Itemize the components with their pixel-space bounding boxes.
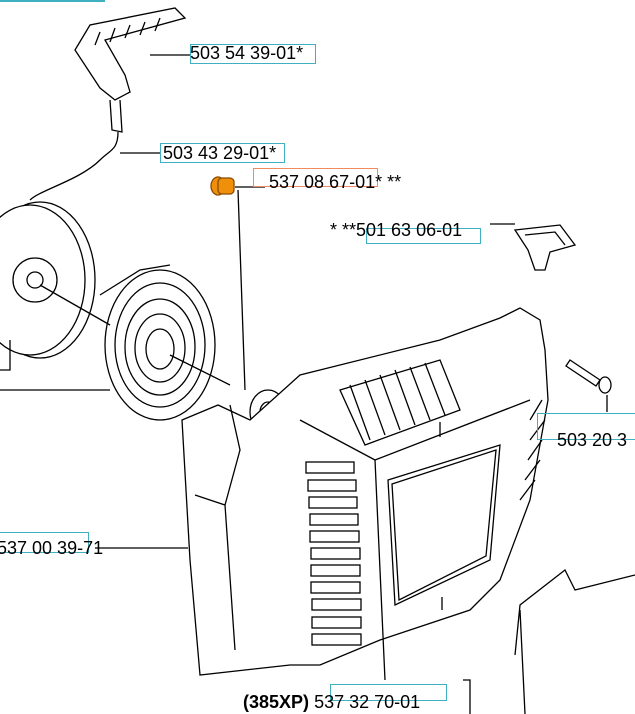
part-link-537-00-39-71[interactable] bbox=[0, 532, 89, 553]
part-label-537-08-67-01[interactable]: 537 08 67-01* ** bbox=[269, 172, 401, 192]
starter-handle bbox=[74, 7, 190, 133]
part-link-503-20-3[interactable] bbox=[537, 413, 635, 440]
part-suffix: * bbox=[296, 43, 304, 63]
part-link-501-63-06-01[interactable] bbox=[366, 228, 481, 244]
part-link-537-08-67-01[interactable] bbox=[253, 168, 378, 187]
bushing-part bbox=[210, 176, 235, 196]
part-label-537-32-70-01[interactable]: (385XP) 537 32 70-01 bbox=[243, 692, 420, 712]
recoil-spring bbox=[99, 264, 231, 421]
part-label-503-20-3[interactable]: 503 20 3 bbox=[557, 430, 627, 450]
starter-cover bbox=[181, 307, 549, 681]
part-link-503-43-29-01[interactable] bbox=[160, 143, 285, 163]
part-label-501-63-06-01[interactable]: * **501 63 06-01 bbox=[330, 220, 462, 240]
screw bbox=[565, 359, 612, 412]
part-link-503-54-39-01[interactable] bbox=[190, 44, 316, 64]
part-link-537-32-70-01[interactable] bbox=[330, 684, 447, 701]
part-number: 537 08 67-01 bbox=[269, 172, 376, 192]
starter-rope bbox=[29, 131, 119, 201]
part-suffix: * ** bbox=[375, 172, 402, 192]
pulley bbox=[0, 201, 111, 391]
part-number: 503 54 39-01 bbox=[190, 43, 297, 63]
part-number: 501 63 06-01 bbox=[356, 220, 463, 240]
model-tag: (385XP) bbox=[243, 692, 310, 712]
part-label-503-43-29-01[interactable]: 503 43 29-01* bbox=[163, 143, 276, 163]
part-number: 537 32 70-01 bbox=[314, 692, 421, 712]
part-number: 537 00 39-71 bbox=[0, 538, 104, 558]
part-label-503-54-39-01[interactable]: 503 54 39-01* bbox=[190, 43, 303, 63]
part-label-537-00-39-71[interactable]: 537 00 39-71 bbox=[0, 538, 103, 558]
part-number: 503 20 3 bbox=[557, 430, 628, 450]
part-number: 503 43 29-01 bbox=[163, 143, 270, 163]
part-prefix: * ** bbox=[330, 220, 357, 240]
grommet bbox=[490, 223, 577, 271]
part-suffix: * bbox=[269, 143, 277, 163]
cover-vents bbox=[305, 461, 362, 646]
